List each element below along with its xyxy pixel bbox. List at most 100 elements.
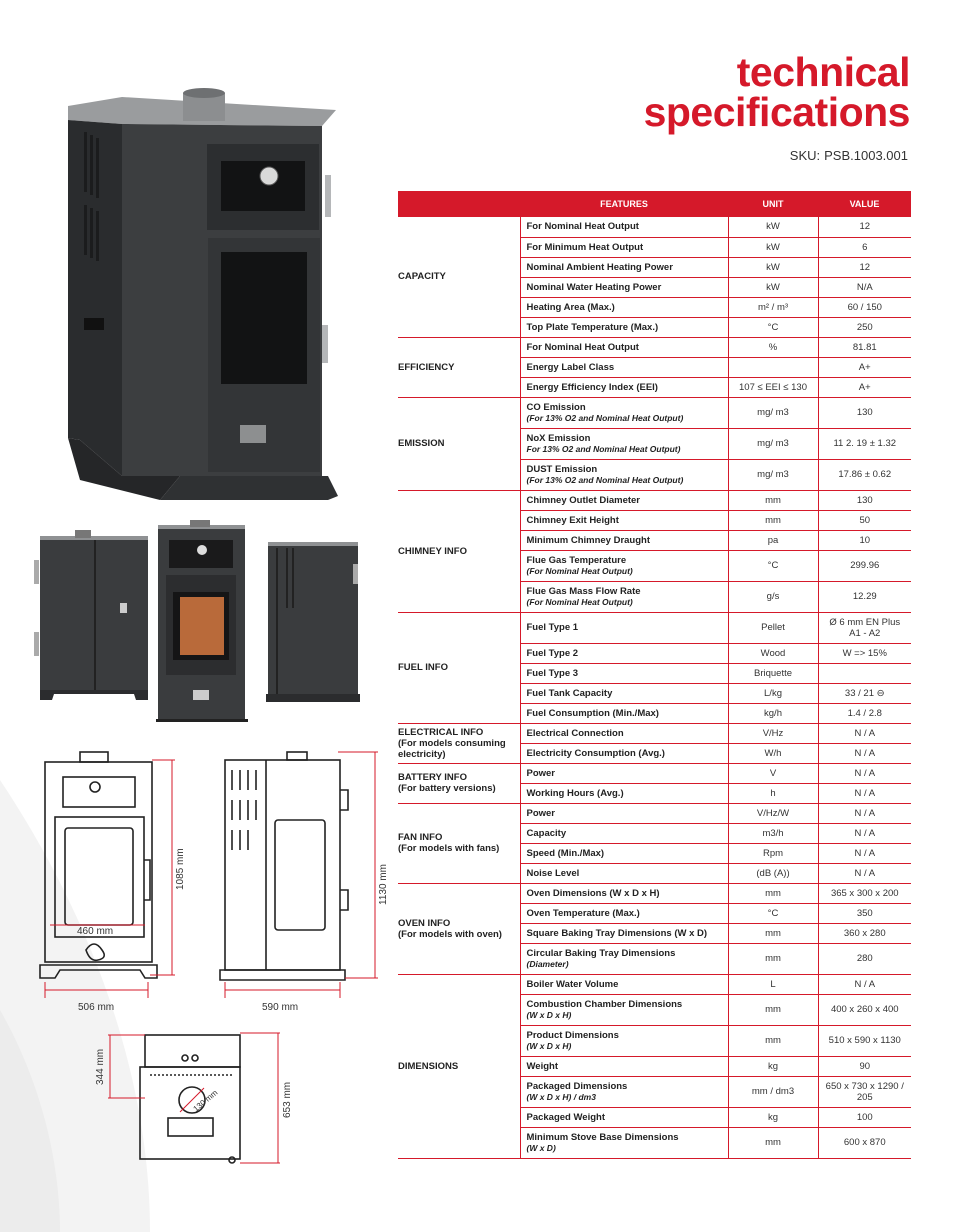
table-row: Energy Efficiency Index (EEI)107 ≤ EEI ≤… <box>398 377 911 398</box>
feature-label: Energy Label Class <box>526 361 615 373</box>
dimension-inner-width: 460 mm <box>77 926 113 937</box>
feature-label: Packaged Dimensions <box>526 1081 628 1092</box>
feature-label: Minimum Chimney Draught <box>526 534 651 546</box>
feature-cell: For Nominal Heat Output <box>519 217 728 238</box>
unit-cell: pa <box>727 530 818 551</box>
feature-cell: Heating Area (Max.) <box>519 297 728 318</box>
feature-cell: Fuel Consumption (Min./Max) <box>519 703 728 724</box>
feature-cell: Energy Label Class <box>519 357 728 378</box>
category-cell: BATTERY INFO(For battery versions) <box>398 763 520 804</box>
feature-label: Fuel Type 1 <box>526 622 579 633</box>
feature-label: Top Plate Temperature (Max.) <box>526 321 659 333</box>
value-cell: N / A <box>817 743 911 764</box>
unit-cell: V/Hz <box>727 723 818 744</box>
value-cell: 130 <box>817 490 911 511</box>
dimension-side-depth: 590 mm <box>262 1002 298 1013</box>
unit-cell: kW <box>727 277 818 298</box>
feature-cell: Chimney Exit Height <box>519 510 728 531</box>
feature-sublabel: (For Nominal Heat Output) <box>526 597 633 607</box>
category-cell: EMISSION <box>398 397 520 491</box>
stove-side-view-left <box>34 530 148 700</box>
category-label: ELECTRICAL INFO <box>398 726 484 738</box>
value-cell: 6 <box>817 237 911 258</box>
feature-label: Minimum Stove Base Dimensions <box>526 1132 679 1143</box>
value-cell: 12 <box>817 217 911 238</box>
unit-cell: Rpm <box>727 843 818 864</box>
category-label: OVEN INFO <box>398 917 451 929</box>
feature-cell: Boiler Water Volume <box>519 974 728 995</box>
table-row: OVEN INFO(For models with oven)Oven Dime… <box>398 883 911 975</box>
value-cell: N / A <box>817 843 911 864</box>
side-technical-drawing <box>219 751 349 981</box>
unit-cell: Briquette <box>727 663 818 684</box>
header-value: VALUE <box>818 191 911 217</box>
feature-label: Working Hours (Avg.) <box>526 787 624 799</box>
value-cell: 130 <box>817 397 911 429</box>
feature-cell: For Nominal Heat Output <box>519 337 728 358</box>
value-cell: 360 x 280 <box>817 923 911 944</box>
unit-cell: mm <box>727 510 818 531</box>
value-cell: 11 2. 19 ± 1.32 <box>817 428 911 460</box>
feature-label: Combustion Chamber Dimensions <box>526 999 683 1010</box>
feature-label: Fuel Type 2 <box>526 647 579 659</box>
feature-label: For Nominal Heat Output <box>526 341 639 353</box>
unit-cell: mg/ m3 <box>727 397 818 429</box>
value-cell: N/A <box>817 277 911 298</box>
feature-sublabel: (For 13% O2 and Nominal Heat Output) <box>526 475 684 485</box>
value-cell: 100 <box>817 1107 911 1128</box>
feature-cell: Minimum Stove Base Dimensions(W x D) <box>519 1127 728 1159</box>
unit-cell: L <box>727 974 818 995</box>
feature-label: Oven Temperature (Max.) <box>526 907 640 919</box>
table-row: DUST Emission(For 13% O2 and Nominal Hea… <box>398 459 911 491</box>
feature-cell: Oven Temperature (Max.) <box>519 903 728 924</box>
unit-cell: (dB (A)) <box>727 863 818 884</box>
value-cell: N / A <box>817 803 911 824</box>
unit-cell: kg/h <box>727 703 818 724</box>
feature-label: Energy Efficiency Index (EEI) <box>526 381 658 393</box>
top-dimension-lines <box>108 1032 280 1164</box>
feature-label: Chimney Exit Height <box>526 514 619 526</box>
unit-cell: mg/ m3 <box>727 459 818 491</box>
feature-sublabel: (W x D x H) <box>526 1041 572 1051</box>
value-cell: N / A <box>817 863 911 884</box>
table-row: Circular Baking Tray Dimensions(Diameter… <box>398 943 911 975</box>
header-features: FEATURES <box>520 191 728 217</box>
value-cell: 17.86 ± 0.62 <box>817 459 911 491</box>
value-cell: 33 / 21 ⊖ <box>817 683 911 704</box>
value-cell: 12 <box>817 257 911 278</box>
feature-sublabel: (W x D) <box>526 1143 556 1153</box>
feature-cell: Working Hours (Avg.) <box>519 783 728 804</box>
feature-label: Nominal Water Heating Power <box>526 281 662 293</box>
feature-label: NoX Emission <box>526 433 591 444</box>
feature-sublabel: (Diameter) <box>526 959 569 969</box>
feature-sublabel: For 13% O2 and Nominal Heat Output) <box>526 444 681 454</box>
category-label: DIMENSIONS <box>398 1060 459 1072</box>
category-sublabel: (For models consuming electricity) <box>398 737 506 760</box>
value-cell: 81.81 <box>817 337 911 358</box>
category-sublabel: (For models with fans) <box>398 843 500 854</box>
category-cell: OVEN INFO(For models with oven) <box>398 883 520 975</box>
category-cell: CAPACITY <box>398 217 520 338</box>
feature-cell: Fuel Type 2 <box>519 643 728 664</box>
feature-label: Electrical Connection <box>526 727 624 739</box>
unit-cell: kW <box>727 257 818 278</box>
value-cell: 350 <box>817 903 911 924</box>
sku-line: SKU:PSB.1003.001 <box>786 148 908 163</box>
